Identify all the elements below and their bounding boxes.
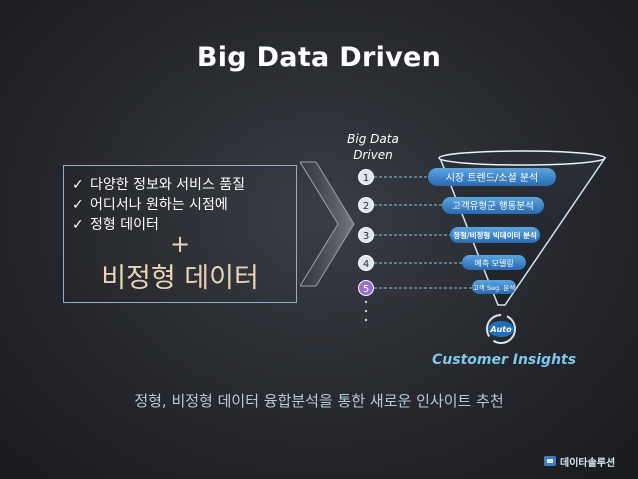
company-logo: 데이타솔루션 [543, 453, 615, 469]
customer-insights-label: Customer Insights [432, 352, 577, 368]
step-label-5: 고객 Seg. 분석 [473, 283, 515, 292]
step-label-2: 고객유형군 행동분석 [452, 200, 534, 212]
feature-item: ✓정형 데이터 [72, 217, 159, 233]
plus-sign: + [169, 230, 191, 258]
auto-cycle-icon [486, 314, 516, 344]
step-pill-4 [462, 255, 526, 270]
step-number: 5 [363, 284, 369, 295]
feature-item: ✓다양한 정보와 서비스 품질 [72, 177, 246, 193]
auto-label: Auto [489, 325, 512, 334]
funnel-rim [438, 150, 606, 166]
caption: 정형, 비정형 데이터 융합분석을 통한 새로운 인사이트 추천 [134, 392, 504, 410]
company-logo-icon [544, 456, 556, 466]
step-number-badge [358, 280, 374, 296]
check-icon: ✓ [72, 197, 84, 213]
step-pill-5 [472, 280, 516, 294]
check-icon: ✓ [72, 177, 84, 193]
step-number: 1 [363, 173, 369, 184]
step-number-badge [358, 227, 374, 243]
ellipsis-dots [364, 300, 368, 322]
step-number: 3 [363, 231, 369, 242]
step-number-badge [358, 197, 374, 213]
step-label-3: 정형/비정형 빅데이터 분석 [453, 230, 537, 240]
page-title: Big Data Driven [196, 42, 442, 73]
step-number: 2 [363, 201, 369, 212]
step-pill-3 [450, 227, 540, 243]
step-label-1: 시장 트렌드/소셜 분석 [446, 172, 539, 184]
step-number-badge [358, 169, 374, 185]
step-pill-2 [442, 197, 544, 214]
arrow-chevron-icon [300, 161, 355, 287]
step-number-badge [358, 255, 374, 271]
step-label-4: 예측 모델링 [474, 258, 513, 268]
step-pill-1 [428, 168, 556, 186]
unstructured-data-label: 비정형 데이터 [101, 263, 259, 294]
feature-box: ✓다양한 정보와 서비스 품질 ✓어디서나 원하는 시점에 ✓정형 데이터 + … [63, 165, 297, 303]
check-icon: ✓ [72, 217, 84, 233]
step-number: 4 [363, 259, 369, 270]
funnel-label: Big Data Driven [347, 132, 399, 162]
feature-item: ✓어디서나 원하는 시점에 [72, 197, 228, 213]
funnel-diagram: 시장 트렌드/소셜 분석 고객유형군 행동분석 정형/비정형 빅데이터 분석 예… [300, 150, 607, 344]
